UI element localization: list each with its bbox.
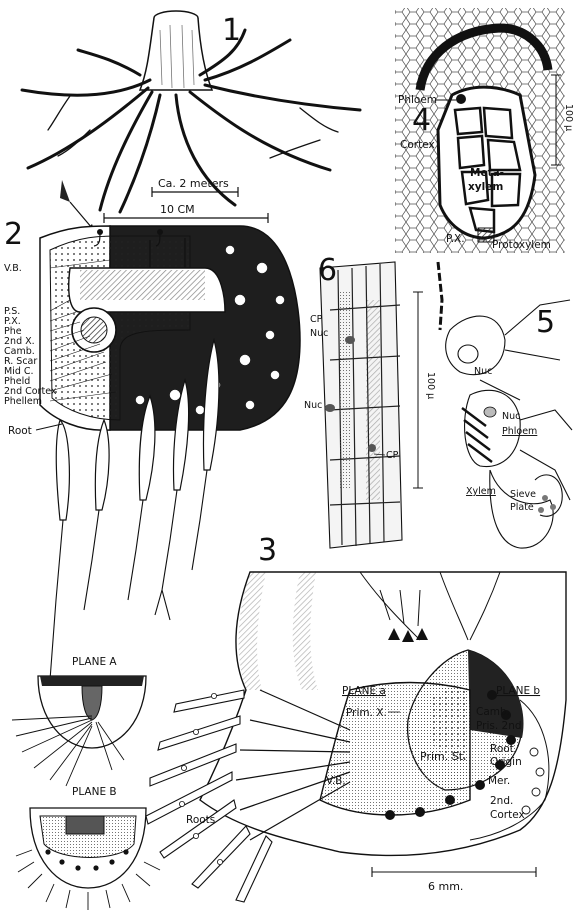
- fig3-label-cortex: Cortex: [490, 809, 525, 821]
- fig6-scale-label: 100 µ: [425, 372, 436, 399]
- fig5-label-plate: Plate: [510, 502, 534, 513]
- fig3-label-root-origin-1: Root: [490, 743, 514, 755]
- fig5-label-xylem: Xylem: [466, 486, 496, 497]
- fig3-label-plane-a: PLANE a: [342, 685, 386, 697]
- fig5-number: 5: [536, 305, 555, 340]
- plane-b-title: PLANE B: [72, 786, 117, 798]
- fig2-label-root: Root: [8, 425, 32, 437]
- fig3-label-plane-b: PLANE b: [496, 685, 540, 697]
- fig1-scale-label: Ca. 2 meters: [158, 177, 229, 190]
- fig2-label-10: Phellem: [4, 396, 42, 407]
- fig3-scale-label: 6 mm.: [428, 880, 463, 893]
- fig6-label-cp: CP: [310, 314, 323, 325]
- fig3-label-2nd: 2nd.: [490, 795, 513, 807]
- plane-b-diagram: [16, 808, 160, 910]
- plane-a-diagram: [12, 676, 146, 786]
- fig5-label-nuc-mid: Nuc: [502, 411, 520, 422]
- fig4-label-protoxylem: Protoxylem: [492, 239, 551, 251]
- fig3-label-prim-st: Prim. St.: [420, 750, 467, 763]
- fig2-number: 2: [4, 217, 23, 252]
- fig6-number: 6: [318, 253, 337, 288]
- fig3-label-pris-2nd: Pris. 2nd: [476, 720, 522, 732]
- fig1-number: 1: [222, 13, 241, 48]
- fig4-label-xylem: xylem: [468, 181, 503, 193]
- fig3-label-mer: Mer.: [488, 775, 510, 787]
- fig4-number: 4: [412, 103, 431, 138]
- plane-a-title: PLANE A: [72, 656, 117, 668]
- fig6-label-cp-bottom: CP: [386, 450, 399, 461]
- fig4-label-cortex: Cortex: [400, 139, 435, 151]
- fig3-number: 3: [258, 533, 277, 568]
- fig2-label-0: V.B.: [4, 263, 22, 274]
- fig6-label-nuc-bottom: Nuc: [304, 400, 322, 411]
- fig3-label-camb: Camb.: [476, 706, 510, 718]
- fig6-cells-drawing: [320, 262, 402, 548]
- fig1-to-fig2-arrow: [60, 180, 95, 232]
- fig3-label-roots: Roots: [186, 814, 215, 826]
- fig3-label-prim-x: Prim. X.: [346, 707, 387, 719]
- fig3-label-root-origin-2: Origin: [490, 756, 522, 768]
- fig6-label-nuc-top: Nuc: [310, 328, 328, 339]
- fig4-label-meta: Meta-: [470, 167, 504, 179]
- fig3-label-vb: V.B.: [326, 775, 346, 787]
- fig4-scale-label: 100 µ: [563, 104, 574, 131]
- fig5-label-nuc-top: Nuc: [474, 366, 492, 377]
- fig3-apex-drawing: [146, 572, 566, 902]
- fig2-scale-label: 10 CM: [160, 203, 195, 216]
- fig5-label-sieve: Sieve: [510, 489, 536, 500]
- fig4-label-px: P.X.: [446, 233, 465, 245]
- fig5-label-phloem: Phloem: [502, 426, 537, 437]
